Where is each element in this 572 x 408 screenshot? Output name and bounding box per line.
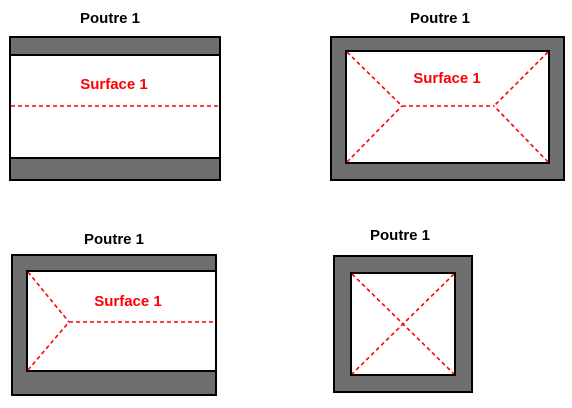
panel-4-title: Poutre 1 [370,227,431,244]
panel-1-title: Poutre 1 [80,10,141,27]
panel-3-title: Poutre 1 [84,231,145,248]
panel-1-surface-label: Surface 1 [80,76,148,93]
panel-1-beam-bottom [9,157,221,181]
panel-3-surface-label: Surface 1 [94,293,162,310]
panel-2-surface-label: Surface 1 [413,70,481,87]
panel-2-hip-line-top-left [346,51,403,107]
panel-2-hip-line-bottom-left [346,105,403,163]
panel-1-beam-top [9,36,221,56]
panel-3-hip-line-bottom [27,321,70,371]
panel-1-outer-frame [9,36,221,181]
panel-2-title: Poutre 1 [410,10,471,27]
panel-3-inner-surface [26,270,217,372]
panel-4-diagonal-2 [351,273,455,375]
panel-3-hip-line-top [27,271,70,323]
panel-2-inner-surface [345,50,550,164]
panel-2-hip-line-bottom-right [493,105,549,163]
panel-2-hip-line-top-right [493,51,549,107]
